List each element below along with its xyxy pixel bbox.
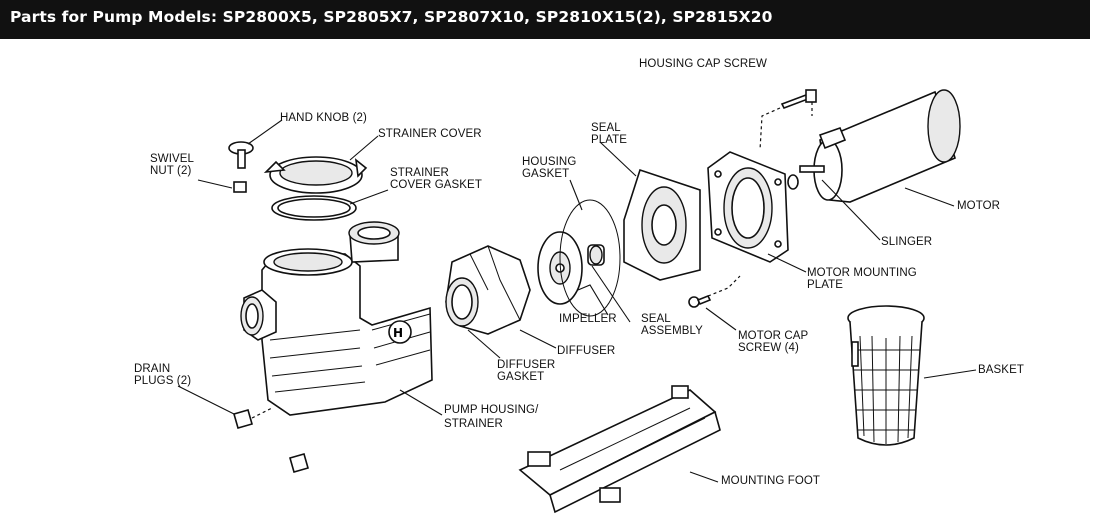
- label-mounting-foot: MOUNTING FOOT: [721, 475, 821, 487]
- housing-gasket-drawing: [559, 199, 621, 317]
- mounting-foot-drawing: [518, 385, 721, 514]
- slinger-drawing: [787, 174, 799, 190]
- label-motor-cap-screw-line1: MOTOR CAP: [738, 330, 809, 342]
- label-motor: MOTOR: [957, 200, 1001, 212]
- label-seal-plate-line2: PLATE: [591, 134, 628, 146]
- parts-drawing: H: [177, 89, 977, 514]
- label-seal-assembly-line2: ASSEMBLY: [641, 325, 703, 337]
- label-motor-mounting-plate-line2: PLATE: [807, 279, 844, 291]
- basket-drawing: [847, 305, 925, 446]
- page-title: Parts for Pump Models: SP2800X5, SP2805X…: [10, 8, 773, 26]
- label-housing-gasket-line2: GASKET: [522, 168, 570, 180]
- label-swivel-nut-line1: SWIVEL: [150, 153, 195, 165]
- label-drain-plugs-line2: PLUGS (2): [134, 375, 192, 387]
- label-motor-mounting-plate-line1: MOTOR MOUNTING: [807, 267, 917, 279]
- seal-assembly-drawing: [587, 244, 605, 266]
- label-slinger: SLINGER: [881, 236, 933, 248]
- housing-cap-screw-drawing: [759, 89, 817, 151]
- label-impeller: IMPELLER: [559, 313, 617, 325]
- label-pump-housing-line1: PUMP HOUSING/: [444, 404, 539, 416]
- motor-drawing: [799, 89, 961, 203]
- exploded-parts-diagram: H: [0, 40, 1093, 526]
- strainer-cover-group-drawing: [228, 141, 368, 221]
- label-pump-housing-line2: STRAINER: [444, 418, 503, 430]
- label-diffuser: DIFFUSER: [557, 345, 616, 357]
- label-strainer-cover-gasket-line2: COVER GASKET: [390, 179, 482, 191]
- drain-plugs-drawing: [233, 407, 309, 473]
- svg-text:H: H: [393, 326, 403, 340]
- motor-cap-screw-drawing: [688, 275, 741, 308]
- label-drain-plugs-line1: DRAIN: [134, 363, 171, 375]
- label-basket: BASKET: [978, 364, 1024, 376]
- label-strainer-cover-gasket-line1: STRAINER: [390, 167, 449, 179]
- label-housing-cap-screw: HOUSING CAP SCREW: [639, 58, 768, 70]
- label-swivel-nut-line2: NUT (2): [150, 165, 192, 177]
- label-housing-gasket-line1: HOUSING: [522, 156, 577, 168]
- label-motor-cap-screw-line2: SCREW (4): [738, 342, 799, 354]
- label-seal-assembly-line1: SEAL: [641, 313, 671, 325]
- pump-housing-strainer-drawing: H: [240, 221, 433, 416]
- label-diffuser-gasket-line2: GASKET: [497, 371, 545, 383]
- label-hand-knob: HAND KNOB (2): [280, 112, 367, 124]
- page-header: Parts for Pump Models: SP2800X5, SP2805X…: [0, 0, 1090, 39]
- motor-mounting-plate-drawing: [707, 151, 789, 263]
- seal-plate-drawing: [623, 168, 701, 281]
- label-diffuser-gasket-line1: DIFFUSER: [497, 359, 556, 371]
- label-seal-plate-line1: SEAL: [591, 122, 621, 134]
- leader-lines: [177, 119, 977, 483]
- diffuser-drawing: [445, 245, 531, 335]
- label-strainer-cover: STRAINER COVER: [378, 128, 482, 140]
